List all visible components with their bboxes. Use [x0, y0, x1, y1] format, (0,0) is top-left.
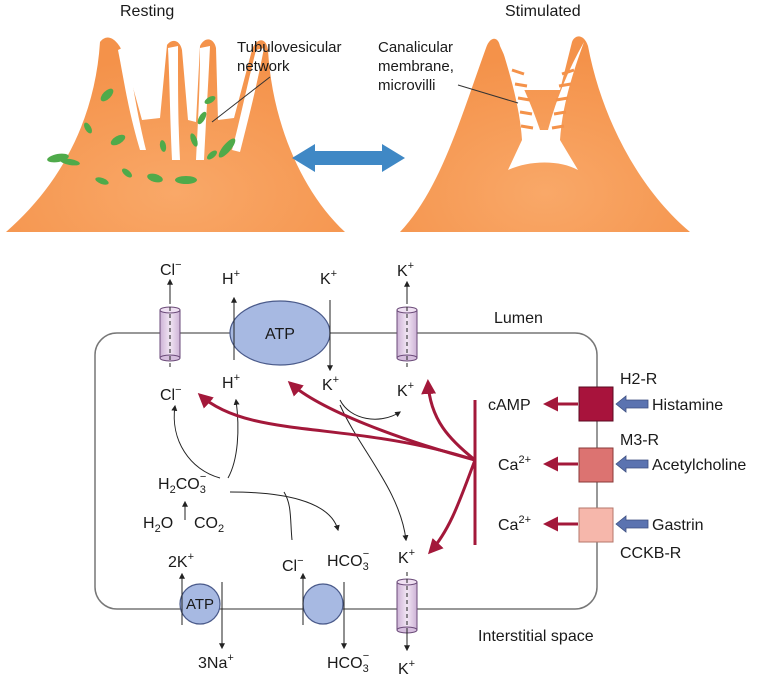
tubulovesicular-pointer	[211, 76, 271, 123]
hco3-interstitial-label: HCO3−	[327, 650, 369, 675]
co2-label: CO2	[194, 515, 224, 535]
resting-label: Resting	[120, 3, 174, 20]
pump-activation-arrow	[287, 380, 476, 462]
h-cytosol-label: H+	[222, 372, 240, 392]
twok-label: 2K+	[168, 551, 194, 571]
camp-label: cAMP	[488, 397, 531, 414]
k-cytosol-label-2: K+	[397, 380, 414, 400]
hco3-cytosol-label: HCO3−	[327, 548, 369, 573]
k-apical-activation-arrow	[421, 379, 476, 462]
k-basal-cytosol-label: K+	[398, 547, 415, 567]
cl-interstitial-label: Cl−	[282, 555, 304, 575]
resting-cell	[6, 37, 345, 232]
stimulated-label: Stimulated	[505, 3, 581, 20]
k-lumen-label-2: K+	[397, 260, 414, 280]
canalicular-label-2: membrane,	[378, 58, 454, 75]
acetylcholine-arrow-icon	[615, 455, 649, 473]
hco3-formation-curve	[229, 491, 340, 532]
cckb-receptor	[578, 507, 614, 543]
canalicular-pointer	[457, 84, 519, 104]
lumen-label: Lumen	[494, 310, 543, 327]
ca-m3-label: Ca2+	[498, 454, 531, 474]
h2-receptor	[578, 386, 614, 422]
potassium-channel-basal	[396, 572, 418, 640]
gastrin-label: Gastrin	[652, 517, 704, 534]
chloride-channel-apical	[159, 300, 181, 368]
cl-cytosol-label: Cl−	[160, 384, 182, 404]
cl-hco3-exchanger	[302, 583, 344, 625]
canalicular-label: Canalicular	[378, 39, 453, 56]
tubulovesicular-label-2: network	[237, 58, 290, 75]
h-lumen-label: H+	[222, 268, 240, 288]
ca-cckb-label: Ca2+	[498, 514, 531, 534]
k-cytosol-label: K+	[322, 374, 339, 394]
k-recycle-curve	[339, 399, 402, 420]
h-inner-curve	[227, 398, 240, 479]
cl-lumen-label: Cl−	[160, 259, 182, 279]
cl-channel-activation-arrow	[197, 392, 476, 462]
h2r-label: H2-R	[620, 371, 657, 388]
h2co3-label: H2CO3−	[158, 471, 206, 496]
stimulated-cell	[400, 36, 690, 232]
threena-label: 3Na+	[198, 652, 234, 672]
potassium-channel-apical	[396, 300, 418, 368]
cckbr-label: CCKB-R	[620, 545, 681, 562]
histamine-label: Histamine	[652, 397, 723, 414]
h2o-label: H2O	[143, 515, 173, 535]
k-interstitial-label: K+	[398, 658, 415, 678]
acetylcholine-label: Acetylcholine	[652, 457, 746, 474]
vesicle	[100, 88, 114, 102]
double-arrow-icon	[292, 144, 405, 172]
tubulovesicular-label: Tubulovesicular	[237, 39, 342, 56]
k-basal-curve	[339, 404, 409, 542]
interstitial-label: Interstitial space	[478, 628, 594, 645]
histamine-arrow-icon	[615, 395, 649, 413]
nak-atpase-pump	[179, 583, 221, 625]
m3-receptor	[578, 447, 614, 483]
canalicular-label-3: microvilli	[378, 77, 436, 94]
cl-inner-curve	[171, 404, 221, 479]
cl-recycle-curve	[283, 491, 293, 541]
k-lumen-label: K+	[320, 268, 337, 288]
m3r-label: M3-R	[620, 432, 659, 449]
gastrin-arrow-icon	[615, 515, 649, 533]
atp-nak-label: ATP	[186, 596, 214, 613]
k-basal-activation-arrow	[427, 459, 477, 555]
atp-pump-label: ATP	[265, 326, 295, 343]
